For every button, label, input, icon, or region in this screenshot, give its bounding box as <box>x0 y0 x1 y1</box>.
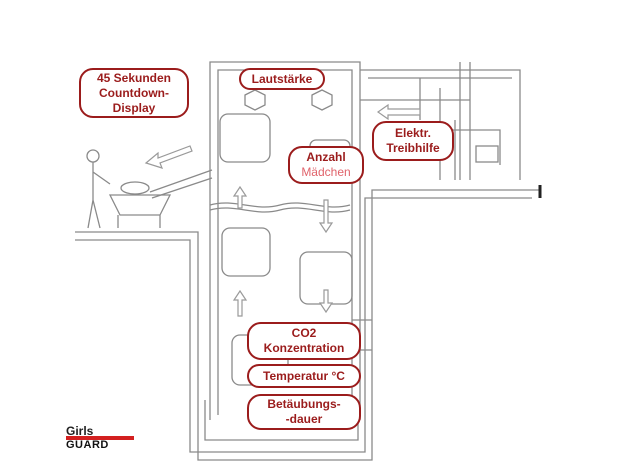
betaeubung-line-2: -dauer <box>285 412 323 426</box>
pulley-left <box>244 89 266 111</box>
betaeubung-line-1: Betäubungs- <box>267 397 341 411</box>
treibhilfe-line-2: Treibhilfe <box>386 141 440 155</box>
arrow-up-1 <box>232 185 248 209</box>
feed-chute <box>149 169 213 199</box>
countdown-line-2: Countdown- <box>99 85 169 100</box>
countdown-line-3: Display <box>112 100 156 115</box>
lautstaerke-label: Lautstärke <box>239 68 325 90</box>
water-line-2 <box>209 207 351 213</box>
upper-structure <box>360 62 521 180</box>
conveyor <box>108 194 172 228</box>
treibhilfe-line-1: Elektr. <box>394 126 432 140</box>
anzahl-maedchen-label: Anzahl Mädchen <box>288 146 364 184</box>
logo-line-2: GUARD <box>66 439 109 451</box>
treibhilfe-label: Elektr. Treibhilfe <box>372 121 454 161</box>
left-floor-inner <box>75 197 532 453</box>
arrow-left-chute <box>144 145 193 169</box>
worker-body <box>87 162 111 229</box>
anzahl-line-1: Anzahl <box>306 150 346 164</box>
lautstaerke-text: Lautstärke <box>251 71 313 86</box>
co2-line-2: Konzentration <box>263 341 345 355</box>
co2-label: CO2 Konzentration <box>247 322 361 360</box>
girls-guard-logo: Girls GUARD <box>66 424 136 451</box>
arrow-down-2 <box>318 289 334 314</box>
countdown-line-1: 45 Sekunden <box>96 70 172 85</box>
worker-head <box>86 149 100 163</box>
gondola-1 <box>219 113 271 163</box>
pulley-right <box>311 89 333 111</box>
temperatur-text: Temperatur °C <box>263 368 345 383</box>
co2-line-1: CO2 <box>291 326 317 340</box>
betaeubungsdauer-label: Betäubungs- -dauer <box>247 394 361 430</box>
logo-bar <box>66 436 134 440</box>
temperatur-label: Temperatur °C <box>247 364 361 388</box>
arrow-left-top <box>376 103 421 121</box>
arrow-down-1 <box>318 199 334 234</box>
carcass <box>120 181 150 195</box>
shaft-outline <box>209 61 361 420</box>
water-line <box>209 202 351 208</box>
gondola-2 <box>221 227 271 277</box>
left-floor <box>75 189 540 461</box>
control-box <box>475 145 499 163</box>
arrow-up-2 <box>232 289 248 317</box>
countdown-display-label: 45 Sekunden Countdown- Display <box>79 68 189 118</box>
logo-line-1: Girls <box>66 424 94 438</box>
anzahl-line-2: Mädchen <box>301 165 351 179</box>
